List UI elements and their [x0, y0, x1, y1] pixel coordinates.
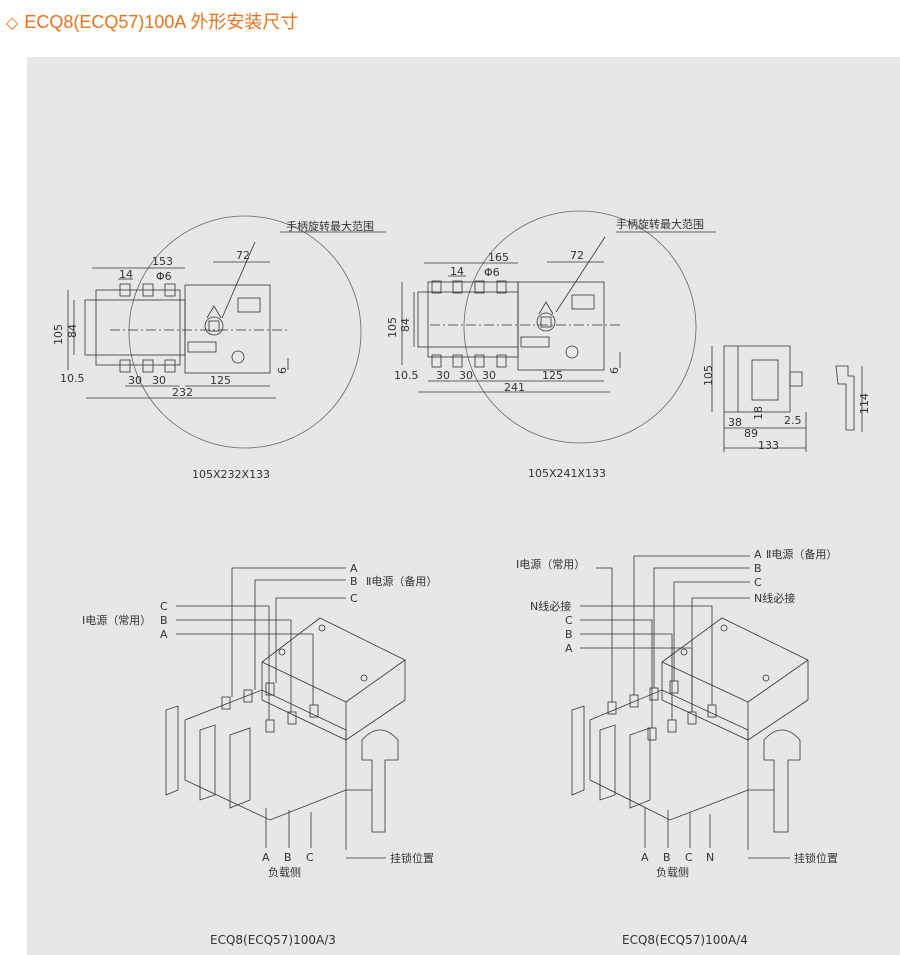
label-a-left: A	[565, 642, 573, 655]
label-n-left: N线必接	[530, 599, 571, 613]
dim-153: 153	[152, 255, 173, 268]
label-c-bottom: C	[306, 851, 314, 864]
diamond-icon: ◇	[6, 15, 19, 32]
label-source1: Ⅰ电源（常用）	[516, 557, 585, 571]
label-a-bottom: A	[262, 851, 270, 864]
front-view-3pole-text: 手柄旋转最大范围 153 72 14 Φ6 105 84 10.5 30 30 …	[52, 219, 374, 481]
dim-phi6: Φ6	[156, 270, 172, 283]
label-n-bottom: N	[706, 851, 714, 864]
front-view-4pole	[401, 210, 716, 444]
dim-133: 133	[758, 439, 779, 452]
caption-iso4: ECQ8(ECQ57)100A/4	[622, 933, 748, 947]
label-lock-position: 挂锁位置	[390, 851, 434, 865]
label-load-side: 负载侧	[656, 865, 689, 879]
dim-30b: 30	[459, 369, 473, 382]
label-lock-position: 挂锁位置	[794, 851, 838, 865]
label-c-left: C	[160, 600, 168, 613]
label-b-bottom: B	[663, 851, 671, 864]
side-view	[711, 345, 863, 452]
dim-84: 84	[399, 318, 412, 332]
page-title: ◇ ECQ8(ECQ57)100A 外形安装尺寸	[6, 8, 298, 34]
label-b-left: B	[565, 628, 573, 641]
label-b-top: B	[754, 562, 762, 575]
label-b-left: B	[160, 614, 168, 627]
dim-84: 84	[66, 324, 79, 338]
label-n-top: N线必接	[754, 591, 795, 605]
dim-30a: 30	[436, 369, 450, 382]
label-b-bottom: B	[284, 851, 292, 864]
label-a-bottom: A	[641, 851, 649, 864]
label-source2: Ⅱ电源（备用）	[366, 574, 437, 588]
label-load-side: 负载侧	[268, 865, 301, 879]
label-a-top: A	[350, 562, 358, 575]
dim-6: 6	[608, 367, 621, 374]
label-a-left: A	[160, 628, 168, 641]
caption-2: 105X241X133	[528, 467, 606, 480]
dim-241: 241	[504, 381, 525, 394]
dim-125: 125	[542, 369, 563, 382]
label-c-bottom: C	[685, 851, 693, 864]
caption-1: 105X232X133	[192, 468, 270, 481]
caption-iso3: ECQ8(ECQ57)100A/3	[210, 933, 336, 947]
dim-18: 18	[752, 406, 765, 420]
dim-10-5: 10.5	[60, 372, 85, 385]
dim-10-5: 10.5	[394, 369, 419, 382]
dim-232: 232	[172, 386, 193, 399]
dim-14: 14	[450, 265, 464, 278]
label-b-top: B	[350, 575, 358, 588]
dim-38: 38	[728, 416, 742, 429]
label-source2: Ⅱ电源（备用）	[766, 547, 837, 561]
handle-range-label-1: 手柄旋转最大范围	[286, 219, 374, 233]
dim-phi6: Φ6	[484, 266, 500, 279]
label-c-left: C	[565, 614, 573, 627]
dim-105: 105	[52, 324, 65, 345]
dim-89: 89	[744, 427, 758, 440]
dim-30c: 30	[482, 369, 496, 382]
dim-125: 125	[210, 374, 231, 387]
label-a-top: A	[754, 548, 762, 561]
dim-30b: 30	[152, 374, 166, 387]
iso-view-4pole	[571, 555, 809, 859]
dim-6: 6	[276, 367, 289, 374]
label-c-top: C	[754, 576, 762, 589]
front-view-4pole-text: 手柄旋转最大范围 165 72 14 Φ6 105 84 10.5 30 30 …	[386, 217, 704, 480]
dim-105: 105	[702, 365, 715, 386]
front-view-3pole	[67, 215, 386, 449]
side-view-text: 105 38 18 2.5 89 133 114	[702, 365, 871, 452]
handle-range-label-2: 手柄旋转最大范围	[616, 217, 704, 231]
iso-view-3pole-text: A B Ⅱ电源（备用） C C B Ⅰ电源（常用） A A B C 负载侧 挂锁…	[82, 562, 437, 947]
dim-72: 72	[236, 249, 250, 262]
page-title-text: ECQ8(ECQ57)100A 外形安装尺寸	[24, 12, 299, 32]
dim-114: 114	[858, 393, 871, 414]
label-c-top: C	[350, 592, 358, 605]
dim-165: 165	[488, 251, 509, 264]
iso-view-3pole	[165, 567, 406, 859]
dim-2-5: 2.5	[784, 414, 802, 427]
dim-72: 72	[570, 249, 584, 262]
dim-30a: 30	[128, 374, 142, 387]
iso-view-4pole-text: Ⅰ电源（常用） A Ⅱ电源（备用） B C N线必接 N线必接 C B A A …	[516, 547, 838, 947]
dim-14: 14	[119, 268, 133, 281]
drawing-panel	[27, 57, 900, 955]
label-source1: Ⅰ电源（常用）	[82, 613, 151, 627]
dim-105: 105	[386, 317, 399, 338]
